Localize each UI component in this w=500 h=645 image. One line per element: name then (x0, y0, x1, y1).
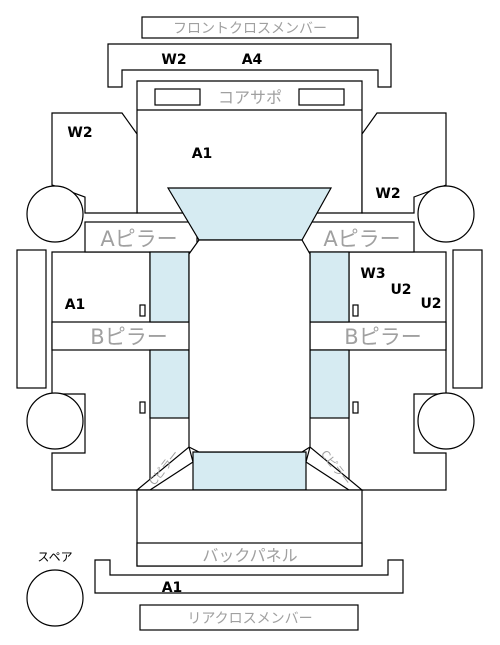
wheel-rear-left[interactable] (26, 392, 84, 450)
spare-tire[interactable] (26, 569, 84, 627)
right-front-door-w-code: W3 (360, 266, 385, 282)
hood-code: A1 (192, 146, 213, 162)
a-pillar-left[interactable] (84, 221, 198, 253)
left-front-door-handle (139, 304, 146, 317)
right-front-door-u-code: U2 (390, 282, 411, 298)
a-pillar-right-label: Aピラー (323, 227, 400, 251)
right-rear-window[interactable] (309, 349, 350, 419)
right-front-door-u2-code: U2 (420, 296, 441, 312)
rear-window[interactable] (192, 451, 307, 491)
left-front-window[interactable] (149, 251, 190, 323)
front-cross-member-box[interactable] (141, 16, 359, 39)
left-front-door-code: A1 (65, 297, 86, 313)
roof-panel[interactable] (188, 239, 311, 453)
b-pillar-left-label: Bピラー (90, 325, 167, 349)
left-side-body[interactable] (51, 251, 151, 491)
left-rear-window[interactable] (149, 349, 190, 419)
front-member-a-code: A4 (242, 52, 263, 68)
core-support-label: コアサポ (218, 88, 282, 107)
b-pillar-right[interactable] (309, 321, 447, 351)
headlight-left[interactable] (154, 88, 201, 106)
spare-label: スペア (37, 550, 72, 564)
front-member-w-code: W2 (161, 52, 186, 68)
a-pillar-right[interactable] (301, 221, 415, 253)
right-fender-code: W2 (375, 186, 400, 202)
front-cross-member-label: フロントクロスメンバー (173, 21, 327, 37)
back-panel[interactable] (136, 542, 363, 567)
b-pillar-left[interactable] (51, 321, 191, 351)
rear-member-code: A1 (162, 580, 183, 596)
headlight-right[interactable] (298, 88, 345, 106)
right-front-window[interactable] (309, 251, 350, 323)
left-rear-door-handle (139, 401, 146, 414)
wheel-front-left[interactable] (26, 185, 84, 243)
a-pillar-left-label: Aピラー (100, 227, 177, 251)
right-rear-door-handle (352, 401, 359, 414)
back-panel-label: バックパネル (202, 546, 297, 565)
left-rocker-panel[interactable] (16, 249, 47, 389)
right-front-door-handle (352, 304, 359, 317)
left-fender-code: W2 (67, 125, 92, 141)
wheel-rear-right[interactable] (417, 392, 475, 450)
rear-cross-member-label: リアクロスメンバー (187, 611, 312, 627)
wheel-front-right[interactable] (417, 185, 475, 243)
b-pillar-right-label: Bピラー (344, 325, 421, 349)
rear-bracket[interactable] (94, 559, 404, 594)
front-bracket[interactable] (107, 43, 392, 88)
rear-cross-member-box[interactable] (139, 604, 359, 631)
right-rocker-panel[interactable] (452, 249, 483, 389)
